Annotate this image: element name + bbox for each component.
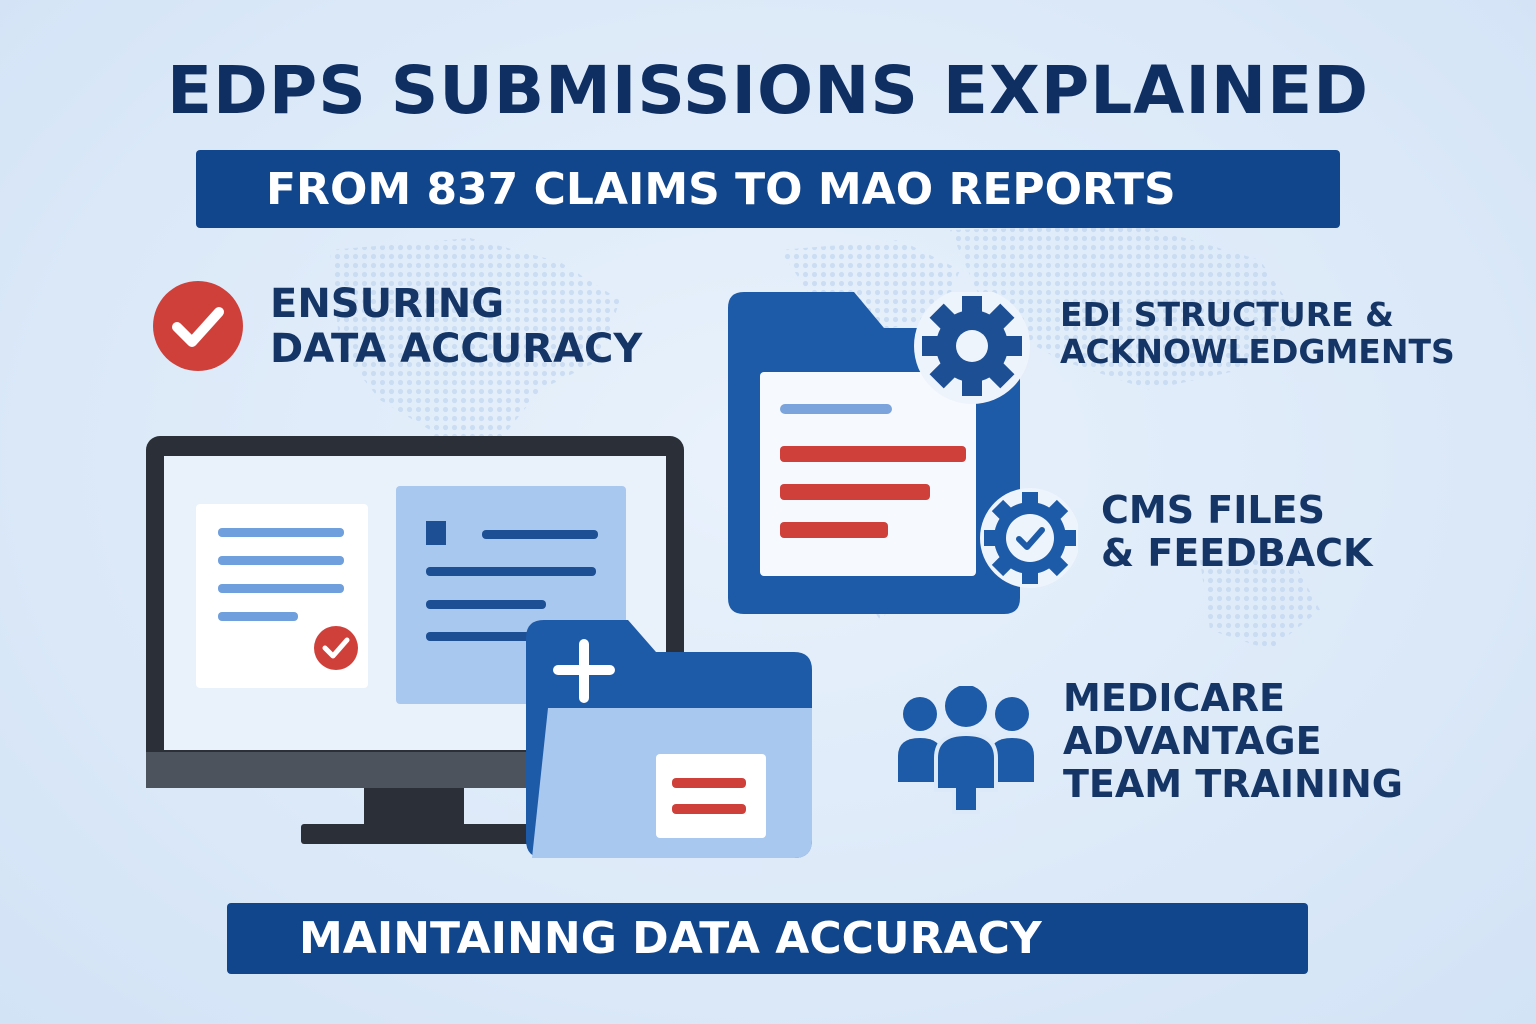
footer-banner: MAINTAINNG DATA ACCURACY: [227, 903, 1308, 974]
ensuring-data-accuracy-label: ENSURING DATA ACCURACY: [270, 281, 643, 373]
cms-files-label: CMS FILES & FEEDBACK: [1101, 489, 1373, 575]
team-icon: [898, 686, 1034, 814]
label-line: & FEEDBACK: [1101, 530, 1373, 575]
check-circle-icon: [153, 281, 243, 371]
label-line: TEAM TRAINING: [1063, 761, 1403, 806]
label-line: MEDICARE: [1063, 676, 1285, 720]
gear-icon: [914, 292, 1030, 404]
label-line: CMS FILES: [1101, 488, 1325, 532]
document-folder-icon: [728, 292, 1078, 614]
gear-check-icon: [980, 488, 1078, 588]
page-title: EDPS SUBMISSIONS EXPLAINED: [166, 52, 1370, 129]
medicare-training-label: MEDICARE ADVANTAGE TEAM TRAINING: [1063, 677, 1403, 806]
folder-plus-icon: [526, 620, 812, 858]
label-line: EDI STRUCTURE &: [1060, 295, 1394, 334]
edi-structure-label: EDI STRUCTURE & ACKNOWLEDGMENTS: [1060, 296, 1455, 371]
label-line: DATA ACCURACY: [270, 326, 643, 373]
subtitle-banner: FROM 837 CLAIMS TO MAO REPORTS: [196, 150, 1340, 228]
label-line: ACKNOWLEDGMENTS: [1060, 332, 1455, 372]
label-line: ENSURING: [270, 281, 505, 327]
label-line: ADVANTAGE: [1063, 718, 1322, 763]
